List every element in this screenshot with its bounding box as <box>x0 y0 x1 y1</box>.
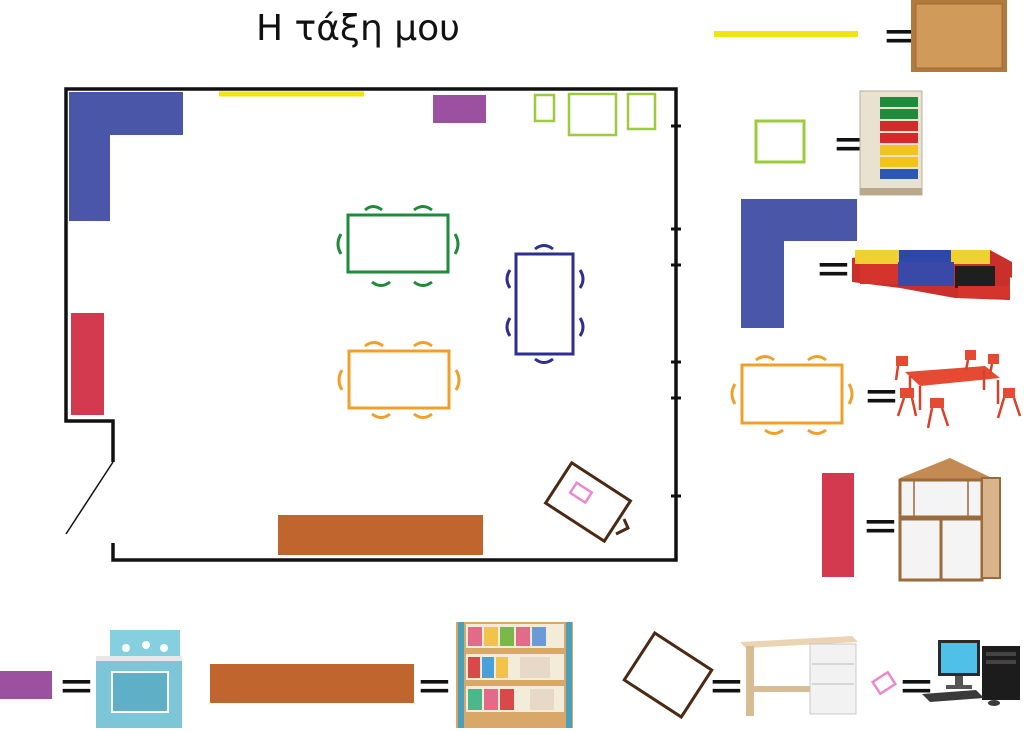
chair-swatch <box>807 355 827 362</box>
table-marker <box>514 252 575 356</box>
soft-corner-marker <box>69 92 183 221</box>
equals-sign: = <box>58 660 95 711</box>
table-marker <box>347 349 451 410</box>
play-kitchen-swatch <box>0 671 52 699</box>
teacher-desk-group <box>543 460 633 544</box>
chair-swatch <box>764 428 784 435</box>
puppet-theatre-icon <box>898 458 1001 582</box>
desk-icon <box>740 636 858 716</box>
legend-row-computer: = <box>870 640 1020 711</box>
equals-sign: = <box>898 660 935 711</box>
chair-swatch <box>847 383 854 405</box>
chair-marker <box>505 317 512 337</box>
teacher-desk-marker <box>543 460 633 544</box>
chair-marker <box>364 205 383 212</box>
corkboard-icon <box>911 0 1007 72</box>
chair-marker <box>534 357 554 364</box>
chair-marker <box>413 280 433 287</box>
cubby-shelf-swatch <box>754 119 806 164</box>
chair-marker <box>534 244 554 251</box>
door-line <box>65 461 114 535</box>
chair-marker <box>453 233 460 255</box>
chair-swatch <box>755 355 775 362</box>
legend-row-table-group: = <box>730 350 1022 435</box>
legend-row-soft-corner: = <box>741 199 1012 328</box>
chair-marker <box>337 369 344 391</box>
bookcase-icon <box>456 622 573 728</box>
chair-marker <box>371 280 391 287</box>
legend-row-corkboard: = <box>714 0 1007 72</box>
table-group-blue <box>505 244 585 364</box>
table-swatch <box>740 363 844 425</box>
legend-row-bookcase: = <box>210 622 573 728</box>
computer-marker <box>568 480 594 505</box>
chair-marker <box>413 412 433 419</box>
soft-corner-swatch <box>741 199 857 328</box>
legend-row-teacher-desk: = <box>622 630 858 720</box>
table-marker <box>346 213 450 274</box>
page-title: Η τάξη μου <box>256 8 461 49</box>
legend-row-play-kitchen: = <box>0 630 182 728</box>
cubby-shelf-marker <box>567 92 618 137</box>
chair-marker <box>505 269 512 289</box>
chair-marker <box>413 205 433 212</box>
bookcase-swatch <box>210 664 414 703</box>
chair-marker <box>413 341 433 348</box>
teacher-desk-swatch <box>622 630 714 720</box>
legend-row-cubby-shelf: = <box>754 90 923 196</box>
wall-outline <box>64 87 678 562</box>
computer-icon <box>922 640 1020 706</box>
chair-swatch <box>730 383 737 405</box>
cubby-shelf-marker <box>533 93 556 123</box>
chair-marker <box>454 369 461 391</box>
puppet-theatre-swatch <box>822 473 854 577</box>
equals-sign: = <box>862 500 899 551</box>
computer-swatch <box>870 670 898 696</box>
table-group-green <box>336 205 460 287</box>
equals-sign: = <box>416 660 453 711</box>
bookcase-marker <box>278 515 483 555</box>
floor-plan <box>64 87 681 562</box>
table-chairs-icon <box>894 350 1022 429</box>
chair-marker <box>578 317 585 337</box>
chair-marker <box>336 233 343 255</box>
chair-marker <box>371 412 391 419</box>
legend-row-puppet-theatre: = <box>822 458 1001 582</box>
chair-marker <box>364 341 384 348</box>
play-kitchen-marker <box>433 95 486 123</box>
toy-kitchen-icon <box>96 630 182 728</box>
room-walls <box>64 87 681 562</box>
puppet-theatre-marker <box>71 313 104 415</box>
chair-marker <box>578 269 585 289</box>
drawer-cabinet-icon <box>859 90 923 196</box>
cubby-shelf-marker <box>626 92 657 131</box>
equals-sign: = <box>708 660 745 711</box>
equals-sign: = <box>815 243 852 294</box>
table-group-orange <box>337 341 461 419</box>
foam-sofa-icon <box>852 250 1012 300</box>
chair-swatch <box>807 428 827 435</box>
desk-chair-marker <box>615 518 630 536</box>
equals-sign: = <box>863 370 900 421</box>
